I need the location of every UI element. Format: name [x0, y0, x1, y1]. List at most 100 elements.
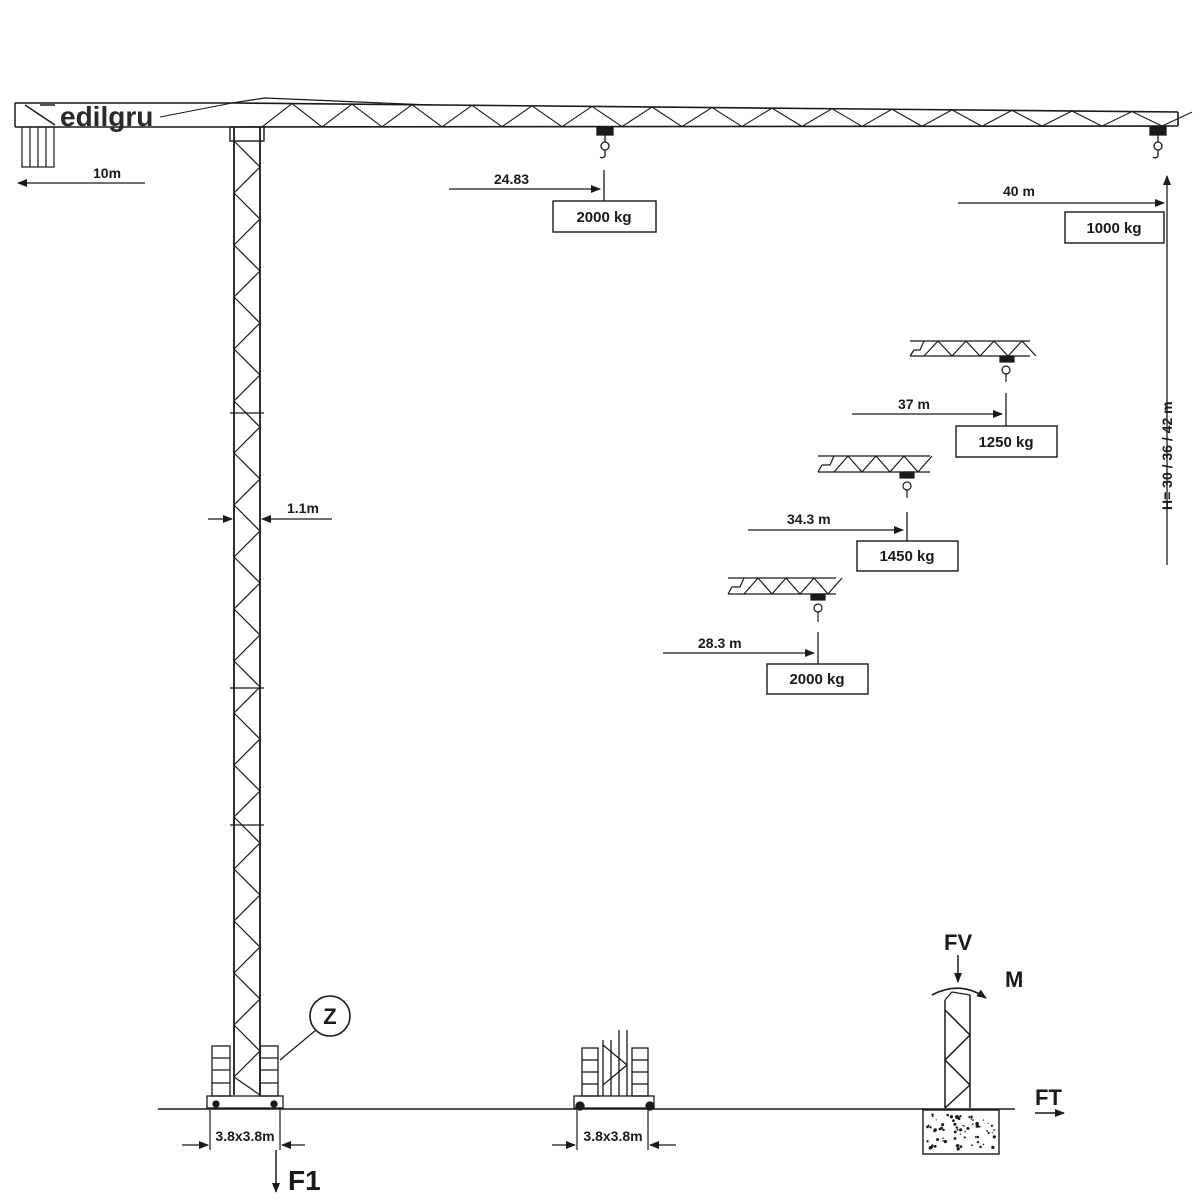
mast-diagonal	[233, 478, 261, 506]
jib-diagonal	[381, 104, 413, 128]
variant-diagonal	[833, 455, 849, 473]
concrete-speckle	[991, 1145, 995, 1149]
concrete-speckle	[953, 1122, 957, 1126]
variant-diagonal	[1007, 340, 1023, 357]
mast-diagonal	[233, 920, 261, 948]
radius-label: 28.3 m	[698, 635, 742, 651]
jib-variant-28-3m	[727, 577, 843, 622]
variant-diagonal	[827, 577, 843, 595]
concrete-speckle	[991, 1131, 993, 1134]
load-point-40m: 40 m 1000 kg	[958, 183, 1165, 244]
mast-diagonal	[233, 322, 261, 350]
concrete-speckle	[946, 1113, 949, 1117]
concrete-speckle	[942, 1139, 944, 1142]
concrete-speckle	[941, 1123, 945, 1127]
concrete-speckle	[929, 1126, 932, 1129]
concrete-speckle	[963, 1136, 966, 1139]
base-dim-2: 3.8x3.8m	[552, 1110, 676, 1150]
mast-diagonal	[233, 998, 261, 1026]
variant-diagonal	[889, 455, 905, 473]
concrete-speckle	[982, 1143, 985, 1146]
load-point-37m: 37 m 1250 kg	[852, 393, 1058, 458]
mast-diagonal	[233, 504, 261, 532]
jib-diagonal	[561, 105, 593, 128]
base-dim-1: 3.8x3.8m	[182, 1110, 305, 1150]
concrete-speckle	[959, 1133, 962, 1135]
foundation-mast-section	[944, 991, 971, 1109]
mast-diagonal	[233, 244, 261, 272]
mast-diagonal	[233, 1024, 261, 1052]
mast-diagonal	[233, 712, 261, 740]
mast-width-label: 1.1m	[287, 500, 319, 516]
jib-diagonal	[411, 104, 443, 128]
radius-label: 34.3 m	[787, 511, 831, 527]
watermark: edilgru	[60, 101, 153, 132]
concrete-speckle	[970, 1115, 973, 1118]
concrete-speckle	[976, 1140, 980, 1144]
concrete-speckle	[955, 1126, 959, 1129]
jib-diagonal	[441, 104, 473, 128]
concrete-speckle	[953, 1137, 957, 1140]
jib-diagonal	[921, 109, 953, 127]
concrete-speckle	[966, 1126, 970, 1130]
jib-diagonal	[291, 103, 323, 128]
concrete-speckle	[978, 1125, 981, 1128]
concrete-speckle	[963, 1125, 965, 1127]
jib-diagonal	[621, 106, 653, 128]
concrete-speckle	[942, 1137, 944, 1139]
variant-diagonal	[813, 577, 829, 595]
concrete-speckle	[975, 1121, 979, 1126]
concrete-foundation-block	[922, 1109, 1000, 1155]
marker-z: Z	[279, 995, 351, 1061]
mast-diagonal	[233, 894, 261, 922]
jib-diagonal	[771, 107, 803, 127]
variant-diagonal	[757, 577, 773, 595]
concrete-speckle	[974, 1136, 977, 1138]
concrete-speckle	[971, 1123, 974, 1125]
concrete-speckle	[987, 1122, 989, 1125]
concrete-speckle	[940, 1126, 944, 1130]
mast-diagonal	[233, 660, 261, 688]
load-point-24-83: 24.83 2000 kg	[449, 170, 657, 233]
concrete-speckle	[972, 1119, 974, 1121]
variant-diagonal	[903, 455, 919, 473]
trolley-hook-tip	[1149, 126, 1167, 159]
mast-diagonal	[233, 218, 261, 246]
jib-variant-37m	[909, 340, 1037, 382]
jib-diagonal	[831, 108, 863, 127]
concrete-speckle	[931, 1146, 934, 1149]
force-fv: FV	[944, 930, 972, 983]
variant-diagonal	[917, 455, 933, 473]
mast-diagonal	[233, 348, 261, 376]
mast-diagonal	[233, 530, 261, 558]
concrete-speckle	[931, 1113, 934, 1117]
mast-diagonal	[233, 270, 261, 298]
mast-diagonal	[233, 972, 261, 1000]
concrete-speckle	[971, 1144, 973, 1147]
concrete-speckle	[928, 1146, 933, 1150]
concrete-speckle	[943, 1139, 948, 1144]
load-label: 2000 kg	[789, 671, 844, 688]
variant-diagonal	[937, 340, 953, 357]
main-jib	[159, 97, 1179, 128]
concrete-speckle	[931, 1115, 934, 1118]
height-label: H= 30 / 36 / 42 m	[1159, 401, 1175, 510]
concrete-speckle	[942, 1128, 945, 1132]
mast-diagonal	[233, 686, 261, 714]
force-ft: FT	[1035, 1085, 1065, 1117]
jib-diagonal	[531, 105, 563, 128]
jib-diagonal	[1161, 111, 1193, 127]
trolley-hook-mid	[596, 126, 614, 159]
variant-diagonal	[951, 340, 967, 357]
jib-diagonal	[741, 107, 773, 127]
mast-diagonal	[233, 1076, 261, 1096]
mast-diagonal	[233, 946, 261, 974]
concrete-speckle	[955, 1144, 959, 1148]
jib-diagonal	[1041, 110, 1073, 127]
jib-diagonal	[261, 103, 293, 128]
load-point-28-3m: 28.3 m 2000 kg	[663, 632, 869, 695]
force-f1: F1	[272, 1150, 321, 1196]
variant-diagonal	[799, 577, 815, 595]
mast-diagonal	[233, 452, 261, 480]
